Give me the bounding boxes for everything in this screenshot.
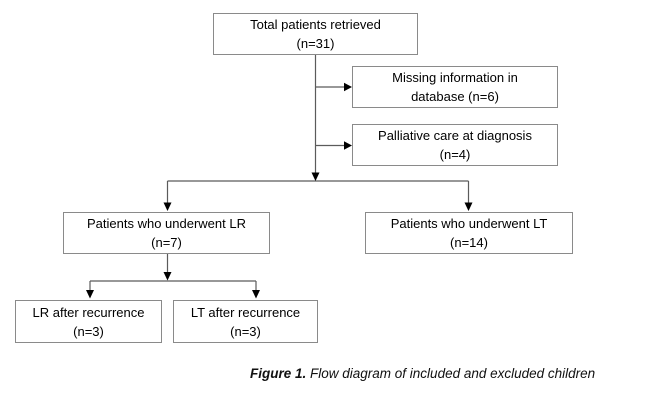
- node-lt-after-recurrence: LT after recurrence (n=3): [173, 300, 318, 343]
- node-total-patients-retrieved: Total patients retrieved (n=31): [213, 13, 418, 55]
- node-palliative-line1: Palliative care at diagnosis: [378, 128, 532, 143]
- arrowhead-down-lt: [464, 202, 473, 211]
- node-missing-line1: Missing information in: [392, 70, 518, 85]
- node-missing-count: database (n=6): [411, 89, 499, 104]
- figure-caption: Figure 1. Flow diagram of included and e…: [250, 366, 595, 381]
- node-lt-line1: Patients who underwent LT: [390, 216, 548, 231]
- node-lr-rec-count: (n=3): [73, 323, 104, 339]
- node-lt-rec-count: (n=3): [230, 323, 261, 339]
- node-patients-underwent-lr: Patients who underwent LR (n=7): [63, 212, 270, 254]
- node-lr-line1: Patients who underwent LR: [87, 216, 246, 231]
- arrowhead-right-palliative: [344, 141, 352, 150]
- node-lr-count: (n=7): [151, 235, 182, 250]
- arrowhead-down-split2: [163, 272, 172, 281]
- arrowhead-down-split1: [311, 172, 320, 181]
- arrowhead-down-lt-rec: [252, 290, 260, 299]
- node-missing-information: Missing information in database (n=6): [352, 66, 558, 108]
- node-lr-after-recurrence: LR after recurrence (n=3): [15, 300, 162, 343]
- node-total-count: (n=31): [296, 36, 335, 51]
- node-patients-underwent-lt: Patients who underwent LT (n=14): [365, 212, 573, 254]
- arrowhead-down-lr: [163, 202, 172, 211]
- node-lr-rec-line1: LR after recurrence: [32, 304, 145, 320]
- node-lt-rec-line1: LT after recurrence: [190, 304, 301, 320]
- figure-caption-label: Figure 1.: [250, 366, 307, 381]
- figure-caption-text: Flow diagram of included and excluded ch…: [306, 366, 596, 381]
- node-palliative-care: Palliative care at diagnosis (n=4): [352, 124, 558, 166]
- node-palliative-count: (n=4): [439, 147, 471, 162]
- arrowhead-down-lr-rec: [86, 290, 94, 299]
- node-total-line1: Total patients retrieved: [250, 17, 381, 32]
- node-lt-count: (n=14): [450, 235, 488, 250]
- arrowhead-right-missing: [344, 82, 352, 92]
